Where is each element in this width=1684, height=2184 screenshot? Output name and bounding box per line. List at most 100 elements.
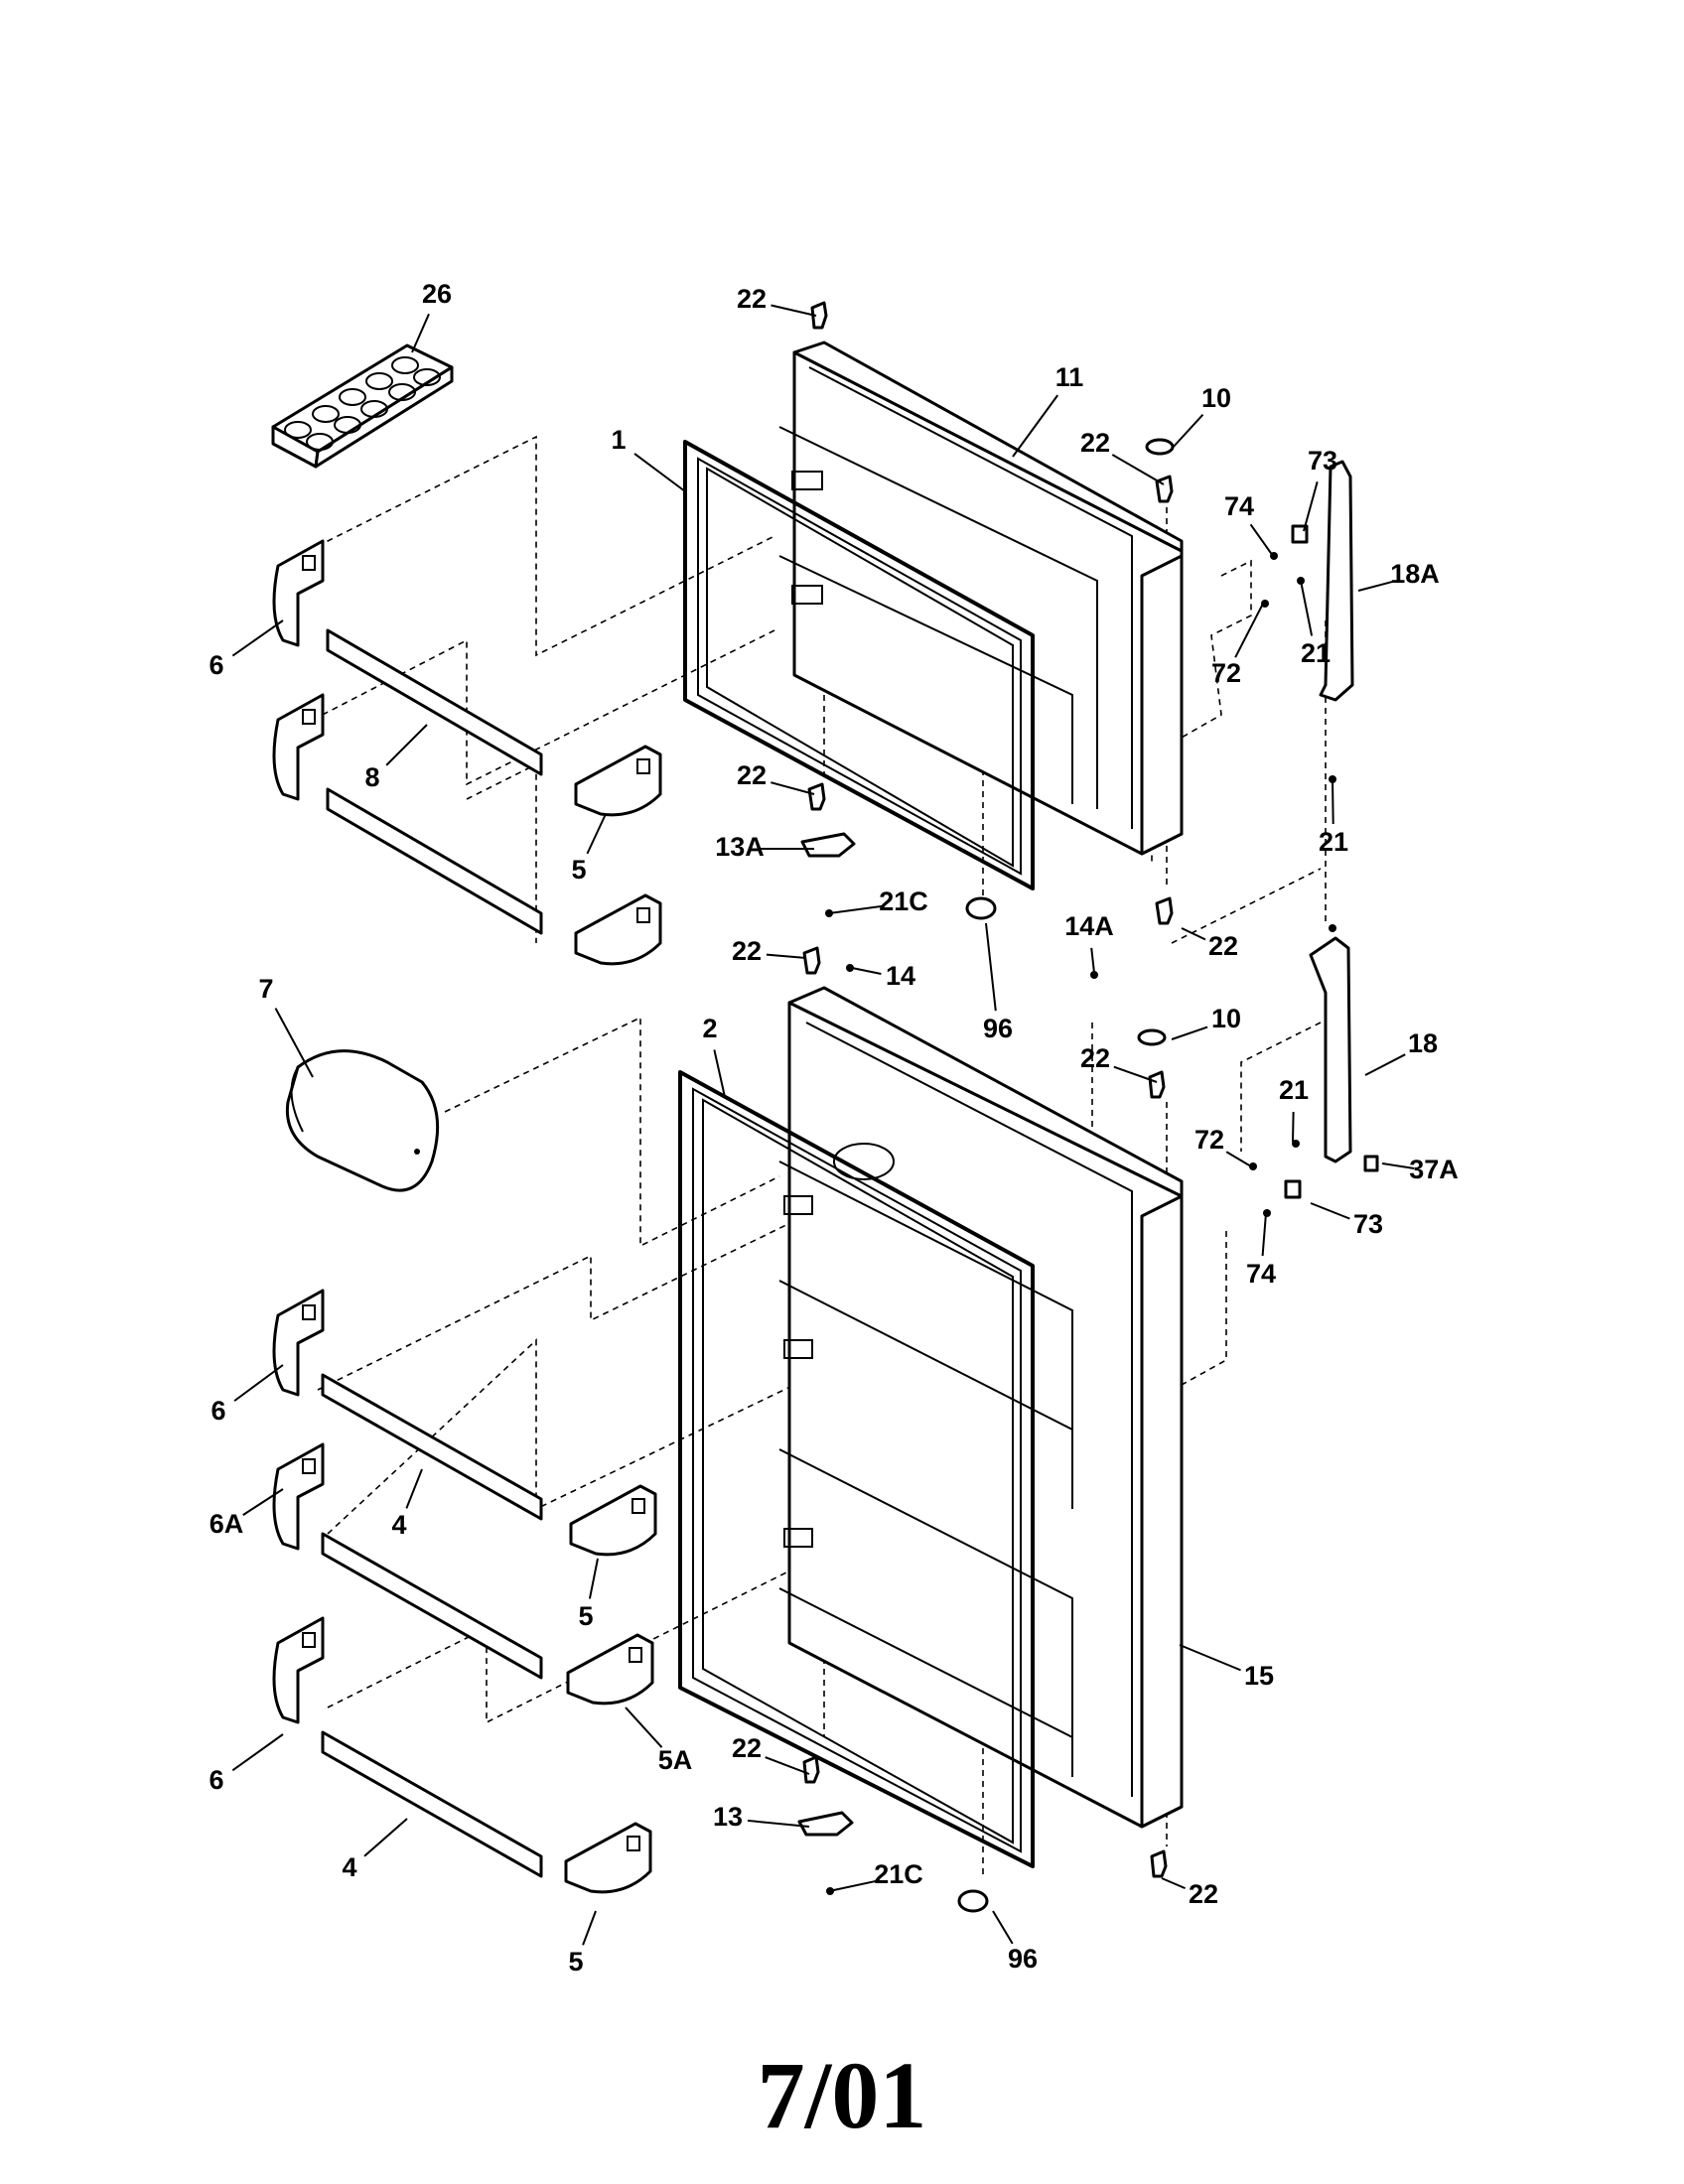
leader-line-c22g: [765, 1756, 810, 1775]
leader-line-c18A: [1357, 580, 1396, 592]
leader-line-c74a: [1249, 523, 1274, 557]
callout-label-c14: 14: [886, 961, 915, 991]
callout-label-c1: 1: [611, 425, 626, 455]
callout-label-c5A: 5A: [658, 1745, 693, 1775]
freezer-door-liner: [778, 341, 1184, 856]
callout-label-c22h: 22: [1189, 1879, 1218, 1909]
leader-line-c21ba: [828, 904, 885, 914]
leader-line-c7: [274, 1008, 314, 1078]
callout-label-c26: 26: [422, 279, 452, 309]
callout-label-c22a: 22: [737, 284, 767, 314]
door-handles: [1309, 460, 1354, 1163]
leader-line-c10a: [1171, 414, 1204, 450]
callout-label-c73b: 73: [1353, 1209, 1383, 1239]
callout-leaders: [231, 304, 1415, 1946]
callout-label-c21b: 21: [1319, 827, 1348, 857]
leader-line-c22a: [771, 304, 817, 317]
callout-label-c6b: 6: [210, 1396, 225, 1426]
fresh-food-door-gasket: [678, 1070, 1035, 1868]
leader-line-c22f: [1113, 1065, 1158, 1083]
leader-line-c22b: [1111, 454, 1165, 485]
callout-label-c22d: 22: [1208, 931, 1238, 961]
callout-label-c22e: 22: [732, 936, 762, 966]
leader-line-c1: [633, 453, 686, 492]
leader-line-c15: [1179, 1644, 1241, 1672]
leader-line-c5c: [582, 1910, 597, 1946]
callout-label-c96a: 96: [983, 1014, 1013, 1043]
callout-label-c8a: 8: [364, 762, 379, 792]
callout-label-c72a: 72: [1211, 658, 1241, 688]
leader-line-c22e: [766, 953, 807, 959]
fresh-food-door-liner: [778, 986, 1184, 1829]
leader-line-c22d: [1181, 927, 1206, 941]
callout-label-c13A: 13A: [715, 832, 765, 862]
leader-line-c73b: [1310, 1202, 1350, 1220]
callout-label-c10b: 10: [1211, 1004, 1241, 1033]
callout-label-c21cb: 21C: [874, 1859, 923, 1889]
callout-label-c74b: 74: [1246, 1259, 1276, 1289]
callout-label-c18A: 18A: [1390, 559, 1440, 589]
leader-line-c2: [713, 1049, 726, 1098]
leader-line-c14: [851, 967, 882, 975]
callout-label-c22b: 22: [1080, 428, 1110, 458]
leader-line-c26: [411, 313, 430, 353]
callout-label-c72b: 72: [1194, 1125, 1224, 1155]
right-brackets: [564, 745, 662, 1894]
callout-label-c22g: 22: [732, 1733, 762, 1763]
leader-line-c21a: [1300, 580, 1314, 636]
callout-label-c10a: 10: [1201, 383, 1231, 413]
callout-label-c37A: 37A: [1409, 1155, 1459, 1184]
callout-label-c13: 13: [713, 1802, 743, 1832]
leader-line-c8a: [385, 724, 428, 766]
callout-label-c2: 2: [702, 1014, 717, 1043]
leader-line-c14A: [1090, 947, 1095, 974]
leader-line-c21c: [1292, 1111, 1295, 1143]
leader-line-c5a: [586, 813, 607, 855]
callout-label-c14A: 14A: [1064, 911, 1114, 941]
freezer-door-gasket: [683, 440, 1035, 890]
callout-label-c6A: 6A: [210, 1509, 244, 1539]
callout-label-c11: 11: [1055, 362, 1084, 392]
leader-line-c10b: [1171, 1025, 1208, 1040]
leader-line-c72b: [1225, 1151, 1252, 1167]
leader-line-c4b: [363, 1818, 408, 1857]
callout-label-c5c: 5: [568, 1947, 583, 1977]
leader-line-c6a: [231, 619, 284, 657]
revision-code: 7/01: [757, 2042, 927, 2148]
callout-label-c22f: 22: [1080, 1043, 1110, 1073]
leader-line-c6A: [242, 1488, 284, 1516]
callout-label-c21a: 21: [1301, 638, 1331, 668]
leader-line-c22c: [771, 781, 815, 795]
callout-label-c74a: 74: [1224, 491, 1254, 521]
leader-line-c37A: [1381, 1162, 1415, 1169]
leader-line-c11: [1012, 394, 1059, 458]
callout-label-c22c: 22: [737, 760, 767, 790]
callout-label-c5b: 5: [578, 1601, 593, 1631]
callout-label-c21ba: 21C: [879, 887, 928, 916]
hardware: [797, 301, 1379, 1913]
leader-line-c4a: [405, 1468, 423, 1509]
callout-label-c4b: 4: [342, 1852, 356, 1882]
callout-label-c21c: 21: [1279, 1075, 1309, 1105]
leader-line-c18: [1364, 1053, 1406, 1076]
callout-label-c7: 7: [258, 974, 273, 1004]
leader-line-c72a: [1234, 603, 1264, 658]
leader-line-c5b: [588, 1558, 599, 1599]
leader-line-c13: [747, 1819, 810, 1828]
leader-line-c22h: [1161, 1877, 1187, 1890]
callout-label-c6a: 6: [209, 650, 223, 680]
leader-line-c21cb: [828, 1879, 880, 1892]
callout-label-c5a: 5: [571, 855, 586, 885]
dairy-bin: [285, 1049, 440, 1192]
egg-tray: [271, 343, 454, 469]
leader-line-c6b: [233, 1364, 284, 1402]
leader-line-c74b: [1261, 1212, 1267, 1257]
leader-line-c5A: [625, 1706, 663, 1748]
callout-label-c18: 18: [1408, 1028, 1438, 1058]
leader-line-c96b: [992, 1910, 1014, 1945]
leader-line-c73a: [1303, 481, 1319, 532]
leader-line-c6c: [231, 1733, 284, 1772]
callout-label-c15: 15: [1244, 1661, 1274, 1691]
